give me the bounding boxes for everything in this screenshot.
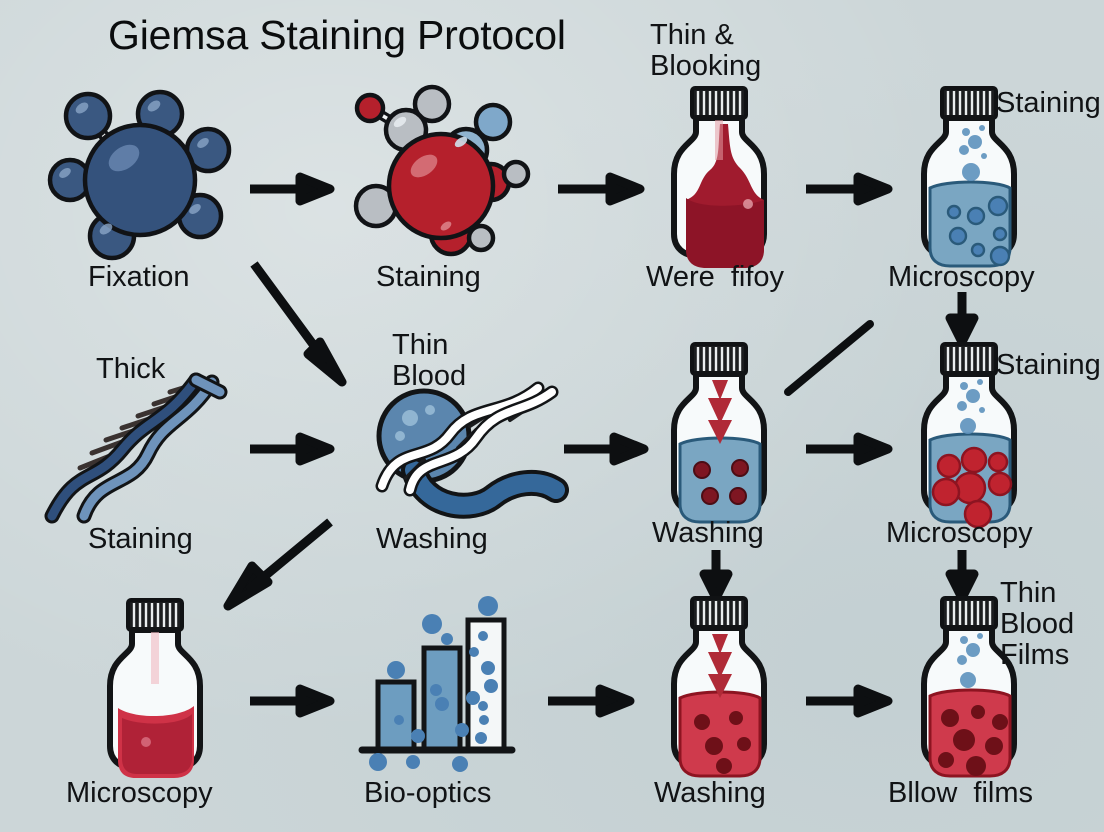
- dna-thick-node: [36, 358, 236, 524]
- bottle-red-full-node: [652, 84, 786, 268]
- label-thin-blood-films: Thin Blood Films: [1000, 577, 1075, 672]
- reagent-bottle-icon: [671, 86, 767, 268]
- label-thick: Thick: [96, 353, 166, 385]
- arrow-down-r2c4: [944, 548, 980, 603]
- reagent-bottle-icon: [671, 596, 767, 778]
- label-thin-blood: Thin Blood: [392, 329, 467, 393]
- label-microscopy-r1: Microscopy: [888, 261, 1035, 293]
- reagent-bottle-icon: [921, 86, 1017, 268]
- label-washing-r3: Washing: [654, 777, 766, 809]
- bottle-blue-cells-node: [902, 340, 1036, 529]
- molecule-red-icon: [353, 84, 531, 257]
- label-bio-optics: Bio-optics: [364, 777, 492, 809]
- label-washing-r2-right: Washing: [652, 517, 764, 549]
- label-bllow-films: Bllow films: [888, 777, 1034, 809]
- arrow-bottle-to-bottle-cells: [804, 432, 896, 466]
- arrow-fixation-to-staining: [248, 172, 338, 206]
- reagent-bottle-icon: [921, 342, 1017, 529]
- dna-cell-node: [352, 378, 572, 528]
- dna-cell-icon: [375, 381, 569, 519]
- label-washing-r2: Washing: [376, 523, 488, 555]
- label-microscopy-r2: Microscopy: [886, 517, 1033, 549]
- molecule-blue-icon: [47, 89, 232, 261]
- label-were-fifoy: Were fifoy: [646, 261, 785, 293]
- arrow-chart-to-bottle: [546, 684, 638, 718]
- arrow-diagonal-to-microscopy: [206, 518, 336, 611]
- dna-helix-icon: [44, 372, 228, 524]
- bar-chart-icon: [358, 596, 516, 772]
- molecule-red-node: [336, 84, 551, 264]
- arrow-down-r1c4: [944, 290, 980, 347]
- label-staining-r2-right: Staining: [996, 349, 1101, 381]
- label-fixation: Fixation: [88, 261, 190, 293]
- bar-chart-node: [336, 594, 550, 774]
- label-staining-r2: Staining: [88, 523, 193, 555]
- page-title: Giemsa Staining Protocol: [108, 12, 566, 58]
- arrow-diagonal-connector: [784, 318, 880, 398]
- label-staining-top: Staining: [376, 261, 481, 293]
- bottle-blue-bubbles-node: [902, 84, 1036, 268]
- arrow-bottlepink-to-chart: [248, 684, 338, 718]
- bottle-pink-node: [88, 596, 222, 778]
- bottle-red-dots-node: [652, 594, 786, 778]
- arrow-bottle-red-to-bottle-blue: [804, 172, 896, 206]
- bottle-blue-dots-node: [652, 340, 786, 524]
- reagent-bottle-icon: [107, 598, 203, 778]
- molecule-blue-node: [32, 88, 247, 263]
- reagent-bottle-icon: [671, 342, 767, 524]
- arrow-bottle-to-bottle-r3: [804, 684, 896, 718]
- reagent-bottle-icon: [921, 596, 1017, 778]
- label-staining-r1-right: Staining: [996, 87, 1101, 119]
- arrow-dna-to-dnacell: [248, 432, 338, 466]
- arrow-dnacell-to-bottle: [562, 432, 652, 466]
- label-microscopy-r3: Microscopy: [66, 777, 213, 809]
- arrow-down-r2c3: [698, 548, 734, 603]
- label-thin-blocking: Thin & Blooking: [650, 19, 762, 83]
- arrow-diagonal-staining-to-thinblood: [250, 258, 360, 398]
- bottle-red-cells-node: [902, 594, 1036, 778]
- arrow-staining-to-bottle-red: [556, 172, 648, 206]
